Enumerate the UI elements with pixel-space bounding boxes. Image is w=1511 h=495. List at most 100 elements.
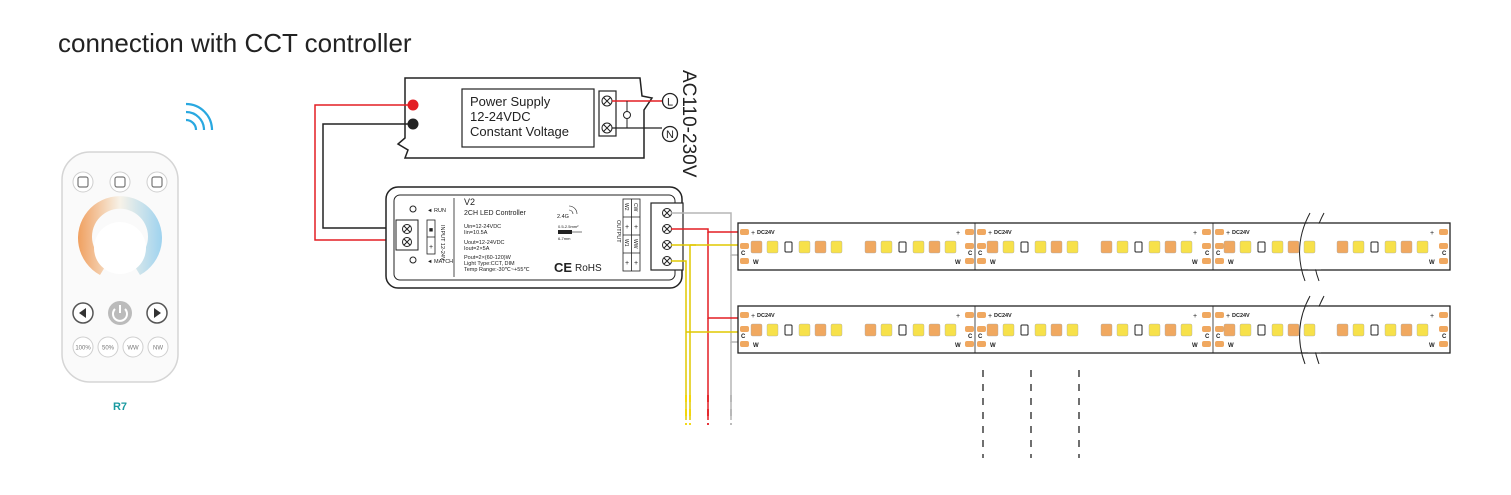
solder-pad [1215,312,1224,318]
remote-control: 100% 50% WW NW R7 [61,102,214,413]
ch-plus-label-3: + [625,260,629,267]
strip-plus-label: + [1193,313,1197,320]
solder-pad [1202,326,1211,332]
input-label: INPUT 12-24V [439,225,445,261]
wire-gauge-label: 0.5-2.5mm² [558,224,579,229]
led-chip [1336,240,1349,254]
led-chip [1271,240,1284,254]
button-ww-label: WW [127,346,139,352]
power-supply: Power Supply 12-24VDC Constant Voltage L… [396,70,699,178]
button-100[interactable]: 100% [72,336,94,358]
led-chip [814,240,827,254]
output-wires [671,212,740,420]
solder-pad [1202,341,1211,347]
power-icon [112,308,128,322]
solder-pad [740,243,749,249]
match-button-arrow: ◄ [427,259,432,265]
solder-pad [965,243,974,249]
color-temperature-wheel[interactable] [78,196,162,275]
power-button[interactable] [108,301,132,325]
led-chip [1352,240,1365,254]
strip-dc-label: DC24V [994,230,1012,236]
led-chip [1239,323,1252,337]
button-ww[interactable]: WW [122,336,144,358]
resistor [898,241,907,253]
led-chip [1002,240,1015,254]
led-chip [750,240,763,254]
led-strips: +DC24VCW+DC24VCW+DC24VCW+CW+CW+CW+DC24VC… [737,212,1451,365]
led-chip [798,323,811,337]
spec-light-type: Light Type:CCT, DIM [464,261,515,267]
solder-pad [965,312,974,318]
led-chip [1116,323,1129,337]
ch-ww-label: WW [632,239,638,249]
strip-plus-label: + [988,230,992,237]
led-chip [944,240,957,254]
strip-c-label: C [741,334,746,340]
strip-w-label: W [990,343,996,349]
strip-dc-label: DC24V [757,230,775,236]
solder-pad [740,341,749,347]
strip-plus-label: + [1430,313,1434,320]
solder-pad [1202,312,1211,318]
button-nw[interactable]: NW [147,336,169,358]
input-terminal-neg [402,224,412,234]
ch-w2-label: W2 [623,203,629,211]
page-title: connection with CCT controller [58,28,412,58]
solder-pad [740,229,749,235]
resistor [1134,241,1143,253]
strip-w-label: W [955,343,961,349]
strip-dc-label: DC24V [757,313,775,319]
strip-c-label: C [978,334,983,340]
right-button[interactable] [146,302,168,324]
strip-plus-label: + [1430,230,1434,237]
solder-pad [1202,229,1211,235]
led-chip [766,240,779,254]
memory-button-3[interactable] [146,171,168,193]
spec-temp-range: Temp Range:-30℃~+55℃ [464,267,530,273]
left-button[interactable] [72,302,94,324]
resistor [784,241,793,253]
ac-terminal-n [601,122,613,134]
ce-mark: CE [554,260,572,275]
strip-plus-label: + [956,230,960,237]
strip-c-label: C [1205,251,1210,257]
solder-pad [1215,326,1224,332]
solder-pad [977,229,986,235]
rohs-mark: RoHS [575,263,602,274]
save-icon [151,176,163,188]
led-chip [880,240,893,254]
solder-pad [977,326,986,332]
psu-controller-wires [314,104,408,241]
strip-length-label: 6-7mm [558,236,571,241]
strip-c-label: C [1216,251,1221,257]
controller-model: V2 [464,197,475,207]
ch-plus-label-4: + [634,260,638,267]
solder-pad [965,326,974,332]
psu-label-3: Constant Voltage [470,124,569,139]
strip-w-label: W [1429,343,1435,349]
strip-c-label: C [1442,334,1447,340]
led-chip [912,240,925,254]
output-terminal-1 [662,208,672,218]
memory-button-1[interactable] [72,171,94,193]
solder-pad [740,312,749,318]
led-chip [1239,240,1252,254]
memory-button-2[interactable] [109,171,131,193]
spec-iout: Iout=2×5A [464,246,490,252]
wire-continuation-dashes [685,370,1080,458]
resistor [1134,324,1143,336]
led-chip [1416,240,1429,254]
led-chip [1066,323,1079,337]
led-strip-1 [737,212,1451,282]
led-chip [830,323,843,337]
strip-w-label: W [955,260,961,266]
run-label: RUN [434,208,446,214]
button-50[interactable]: 50% [97,336,119,358]
solder-pad [1439,258,1448,264]
solder-pad [740,258,749,264]
psu-label-2: 12-24VDC [470,109,531,124]
resistor [784,324,793,336]
led-chip [1180,240,1193,254]
